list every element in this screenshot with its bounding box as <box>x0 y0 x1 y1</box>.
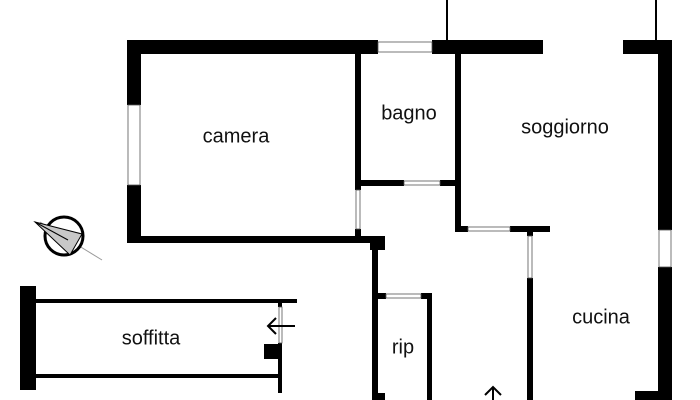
room-label-bagno: bagno <box>381 102 437 125</box>
arrow-up-icon <box>484 385 502 400</box>
room-label-cucina: cucina <box>572 306 630 329</box>
room-label-soffitta: soffitta <box>121 327 181 350</box>
room-label-soggiorno: soggiorno <box>521 116 609 139</box>
windows <box>127 41 672 344</box>
room-label-rip: rip <box>391 336 415 359</box>
soggiorno-window <box>543 41 623 53</box>
walls <box>20 0 672 400</box>
arrow-left-icon <box>266 317 295 335</box>
north-arrow-icon <box>33 215 103 261</box>
room-label-camera: camera <box>202 125 270 148</box>
